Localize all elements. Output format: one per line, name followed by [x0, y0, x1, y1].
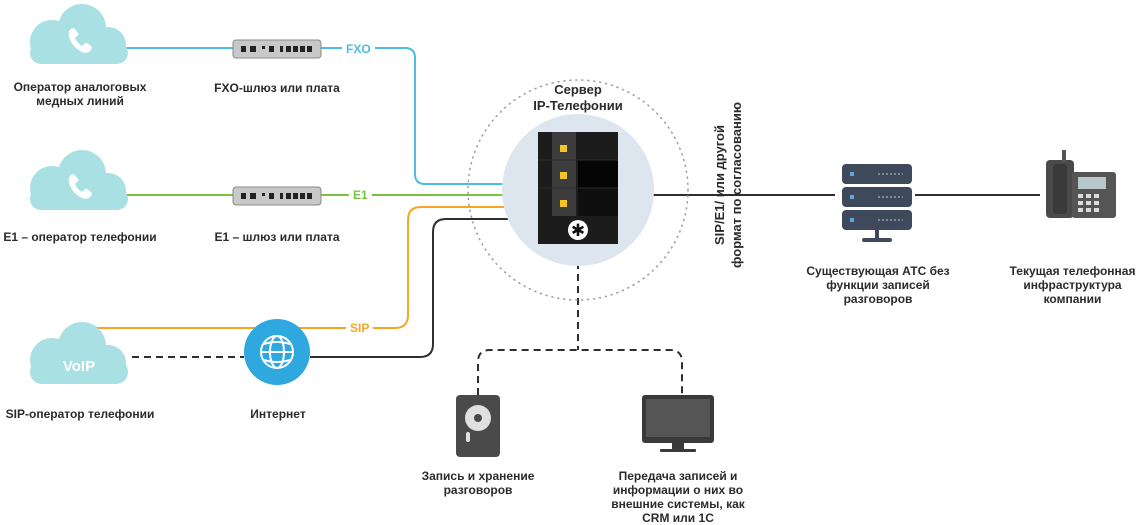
- analog-cloud-icon: [30, 4, 128, 64]
- pbx-server-icon: [842, 164, 912, 242]
- existing-pbx-label: Существующая АТС без функции записей раз…: [806, 264, 950, 306]
- phone-infra-label: Текущая телефонная инфраструктура компан…: [1009, 264, 1136, 306]
- phone-handset-icon: [68, 174, 92, 199]
- desk-phone-icon: [1046, 150, 1116, 218]
- fxo-link-line: [125, 47, 538, 185]
- e1-cloud-icon: [30, 150, 128, 210]
- svg-text:✱: ✱: [571, 221, 585, 241]
- sip-link-label: SIP: [346, 320, 374, 336]
- recording-label: Запись и хранение разговоров: [421, 469, 535, 497]
- monitor-icon: [642, 395, 714, 452]
- server-label: Сервер IP-Телефонии: [533, 82, 623, 113]
- trunk-format-label: SIP/E1/ или другой формат по согласовани…: [712, 102, 744, 268]
- e1-gateway-label: E1 – шлюз или плата: [214, 230, 340, 244]
- server-dotted-ring: [467, 79, 689, 301]
- internet-link-line: [310, 218, 538, 358]
- server-storage-dashed-tree: [477, 250, 683, 395]
- sip-link-line: [95, 206, 538, 329]
- ip-pbx-server-icon: ✱: [538, 132, 618, 244]
- e1-link-label: E1: [349, 187, 372, 203]
- voip-cloud-icon: [30, 322, 128, 384]
- e1-gateway-icon: [232, 186, 322, 206]
- export-label: Передача записей и информации о них во в…: [611, 469, 745, 525]
- fxo-gateway-label: FXO-шлюз или плата: [214, 81, 340, 95]
- phone-handset-icon: [68, 28, 92, 53]
- globe-icon: [244, 319, 310, 385]
- hard-disk-icon: [456, 395, 500, 457]
- internet-label: Интернет: [250, 407, 306, 421]
- sip-operator-label: SIP-оператор телефонии: [5, 407, 155, 421]
- fxo-link-label: FXO: [342, 41, 375, 57]
- voip-cloud-label: VoIP: [63, 358, 95, 375]
- analog-operator-label: Оператор аналоговых медных линий: [13, 80, 147, 108]
- fxo-gateway-icon: [232, 39, 322, 59]
- e1-operator-label: E1 – оператор телефонии: [3, 230, 157, 244]
